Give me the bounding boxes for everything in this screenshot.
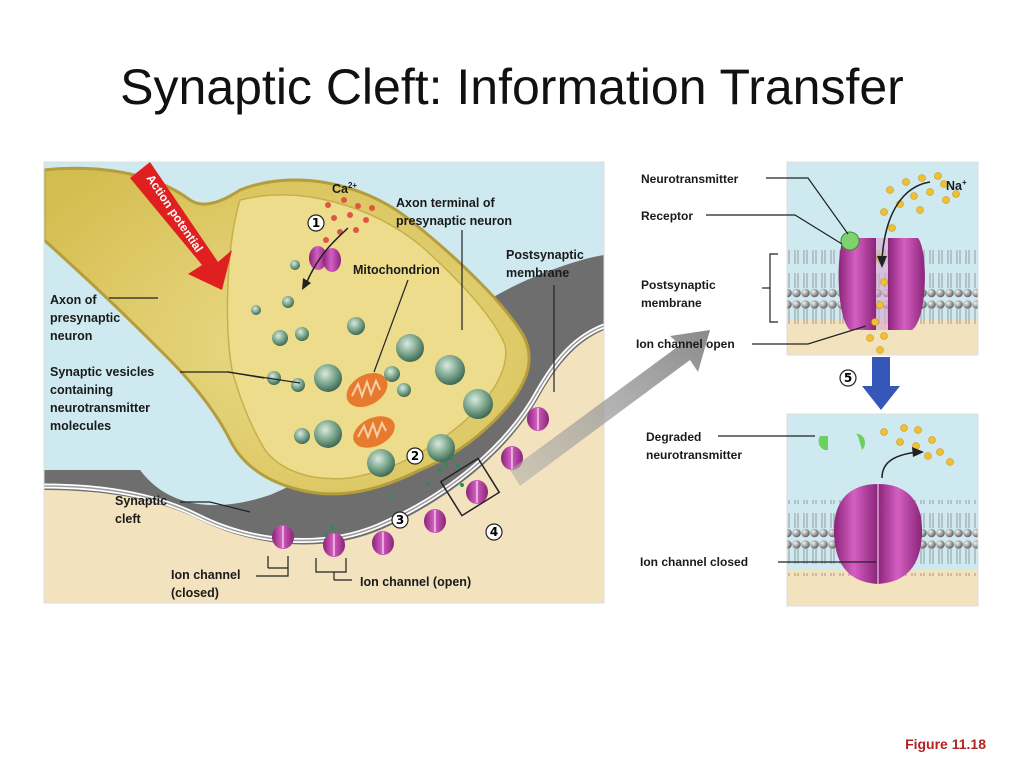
svg-text:1: 1 [312, 216, 320, 230]
step-marker-3: 3 [391, 511, 409, 529]
svg-text:5: 5 [844, 371, 852, 385]
receptor-3 [466, 480, 488, 504]
ion-channel-open-label: Ion channel (open) [360, 575, 472, 589]
receptor-2 [501, 446, 523, 470]
mitochondrion-2 [353, 416, 395, 448]
degraded-fragment-1 [818, 436, 828, 451]
bound-neurotransmitter [840, 231, 860, 251]
degraded-fragment-2 [856, 433, 866, 450]
down-arrow [862, 357, 900, 410]
svg-text:2: 2 [411, 449, 419, 463]
step-marker-1: 1 [307, 214, 325, 232]
ion-channel-closed-inset-label: Ion channel closed [640, 555, 749, 569]
zoom-arrow [510, 330, 710, 486]
sodium-ions [866, 172, 960, 354]
inset-top-panel [787, 162, 978, 355]
receptor-label: Receptor [641, 209, 694, 223]
step-marker-2: 2 [406, 447, 424, 465]
receptor-5 [372, 531, 394, 555]
inset-postsynaptic-membrane-label: Postsynaptic membrane [641, 278, 716, 310]
receptor-6 [323, 533, 345, 557]
main-panel: Action potential [44, 162, 604, 603]
closed-ion-channel [834, 484, 922, 584]
receptor-4 [424, 509, 446, 533]
zoom-box [439, 457, 501, 517]
unbinding-arrow [881, 451, 919, 479]
postsynaptic-cell [44, 330, 604, 603]
synaptic-vesicles-label: Synaptic vesicles containing neurotransm… [50, 365, 155, 433]
receptor-7 [272, 525, 294, 549]
ion-channel-closed-label: Ion channel (closed) [171, 568, 241, 600]
svg-text:3: 3 [396, 513, 404, 527]
ion-channel-open-inset-label: Ion channel open [636, 337, 735, 351]
mitochondrion [346, 372, 388, 408]
synaptic-cleft-label: Synaptic cleft [115, 494, 168, 526]
inset-bottom-panel [787, 414, 978, 606]
calcium-influx-arrow [305, 227, 349, 285]
postsynaptic-membrane-label: Postsynaptic membrane [506, 248, 584, 280]
sodium-label: Na+ [946, 178, 967, 193]
neurotransmitter-label: Neurotransmitter [641, 172, 739, 186]
postsynaptic-receptors [272, 407, 549, 557]
receptor-1 [527, 407, 549, 431]
figure-caption: Figure 11.18 [905, 736, 986, 752]
sodium-flow-arrow [881, 181, 931, 261]
slide-title: Synaptic Cleft: Information Transfer [120, 59, 904, 115]
degraded-neurotransmitter-label: Degraded neurotransmitter [646, 430, 743, 462]
axon-of-presynaptic-label: Axon of presynaptic neuron [50, 293, 121, 343]
step-marker-5: 5 [839, 369, 857, 387]
mitochondrion-label: Mitochondrion [353, 263, 440, 277]
inset-leader-lines [706, 177, 876, 563]
synaptic-vesicles [251, 260, 493, 477]
released-neurotransmitter-bottom [880, 424, 954, 466]
calcium-channel [309, 246, 341, 272]
step-marker-4: 4 [485, 523, 503, 541]
calcium-label: Ca2+ [332, 181, 357, 196]
svg-text:4: 4 [490, 525, 498, 539]
axon-terminal-label: Axon terminal of presynaptic neuron [396, 196, 512, 228]
main-leader-lines [109, 230, 555, 581]
